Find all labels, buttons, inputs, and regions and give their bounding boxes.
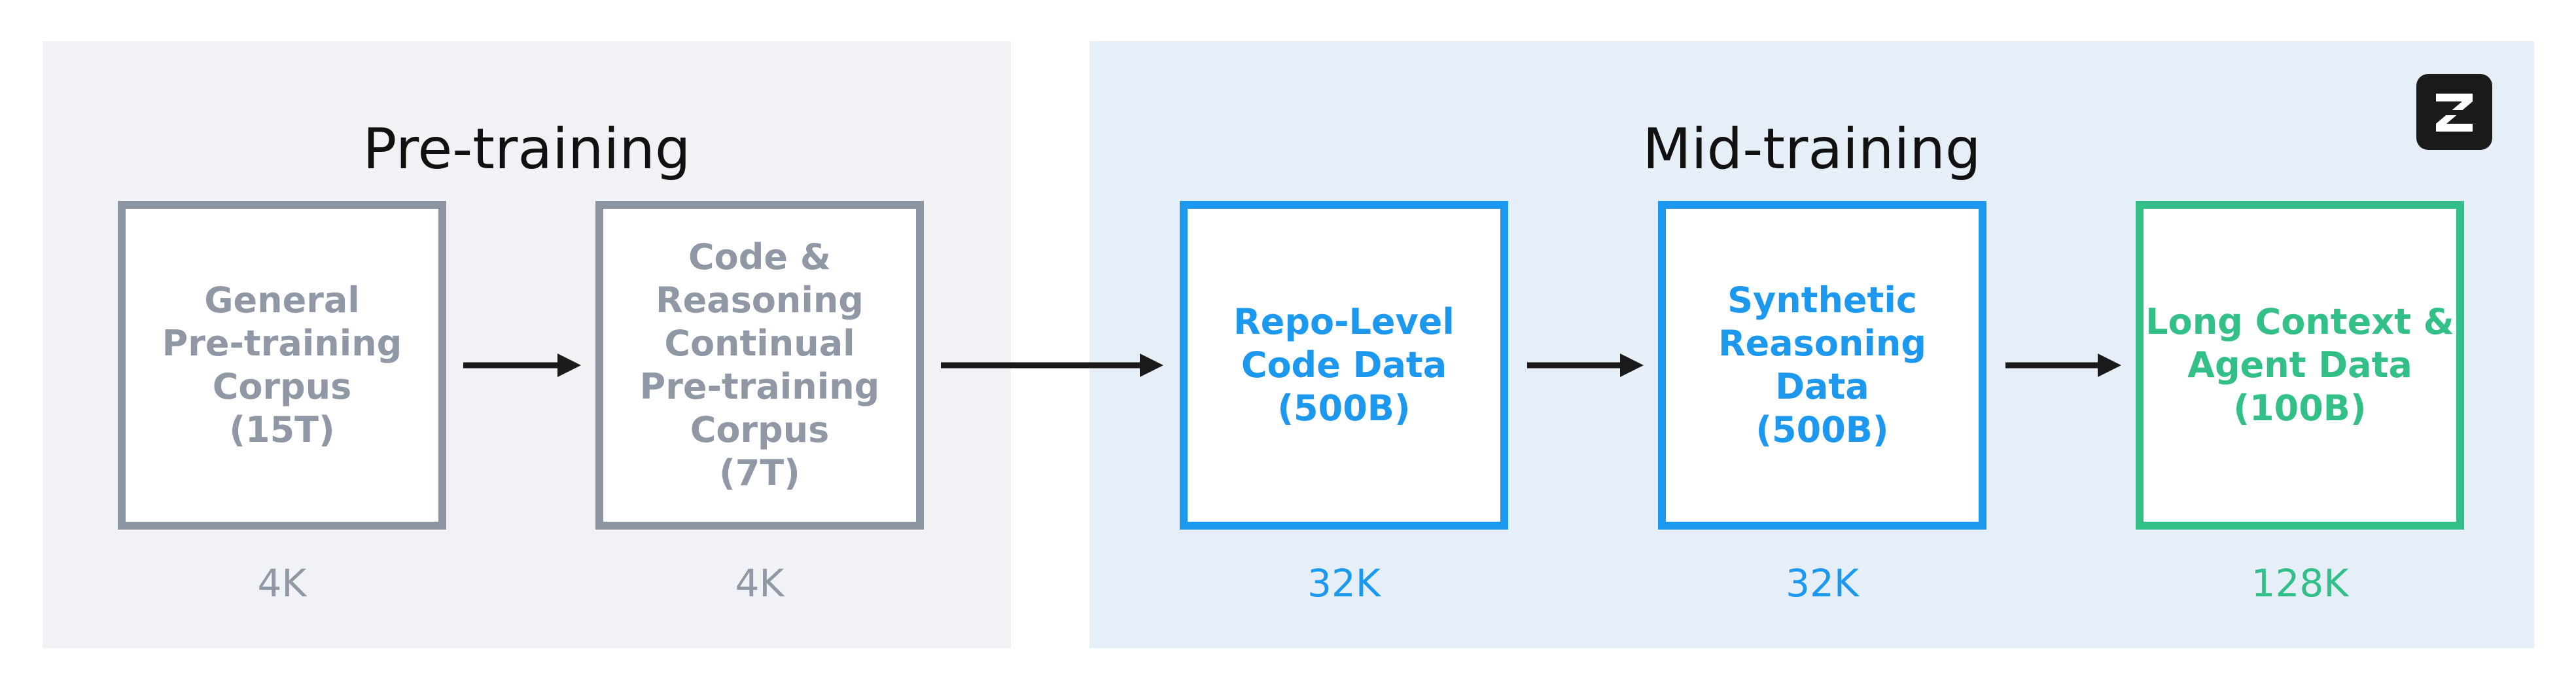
arrow-right-icon — [1527, 353, 1644, 377]
context-length-label: 32K — [1307, 561, 1381, 606]
stage-label: Long Context & Agent Data (100B) — [2145, 301, 2454, 429]
context-length-label: 4K — [257, 561, 307, 606]
z-logo-icon — [2416, 74, 2492, 150]
stage-box-long-context-agent: Long Context & Agent Data (100B) — [2136, 201, 2464, 530]
stage-label: Code & Reasoning Continual Pre-training … — [639, 236, 880, 494]
arrow-right-icon — [941, 353, 1163, 377]
stage-label: General Pre-training Corpus (15T) — [162, 280, 402, 450]
stage-box-synthetic-reasoning: Synthetic Reasoning Data (500B) — [1658, 201, 1986, 530]
context-length-label: 128K — [2251, 561, 2349, 606]
arrow-right-icon — [463, 353, 581, 377]
pretraining-title: Pre-training — [362, 117, 691, 182]
stage-box-repo-level-code: Repo-Level Code Data (500B) — [1180, 201, 1508, 530]
stage-box-code-reasoning-continual: Code & Reasoning Continual Pre-training … — [595, 201, 924, 530]
context-length-label: 32K — [1786, 561, 1859, 606]
context-length-label: 4K — [735, 561, 785, 606]
arrow-right-icon — [2005, 353, 2121, 377]
stage-label: Repo-Level Code Data (500B) — [1233, 301, 1455, 429]
midtraining-title: Mid-training — [1642, 117, 1981, 182]
stage-label: Synthetic Reasoning Data (500B) — [1718, 280, 1926, 450]
stage-box-general-pretraining: General Pre-training Corpus (15T) — [118, 201, 446, 530]
